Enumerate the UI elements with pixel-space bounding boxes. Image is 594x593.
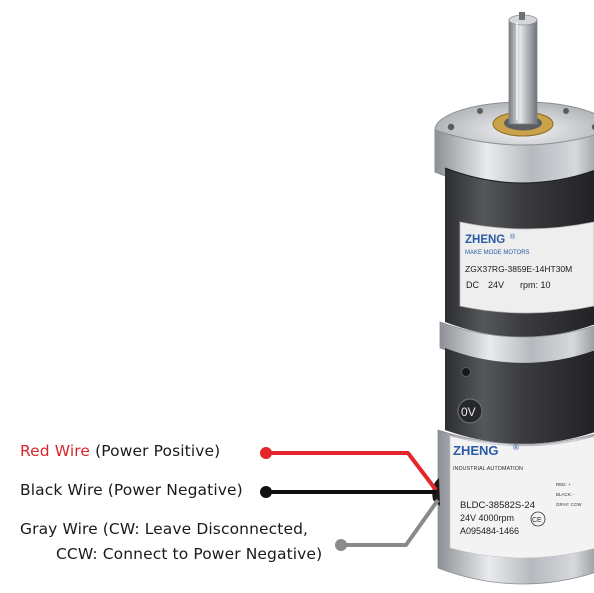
ov-mark-badge	[457, 398, 483, 424]
motor-reg: ®	[513, 443, 519, 452]
gray-wire-label-line1: Gray Wire (CW: Leave Disconnected,	[20, 520, 309, 538]
gear-spec-volt: 24V	[488, 280, 504, 290]
black-wire-label: Black Wire (Power Negative)	[20, 481, 243, 499]
black-wire-callout	[260, 486, 436, 498]
motor-model: BLDC-38582S-24	[460, 500, 535, 511]
wire-code: BLACK: -	[556, 492, 575, 497]
red-wire-line	[266, 451, 438, 492]
motor-spec: 24V 4000rpm	[460, 513, 514, 523]
gear-model: ZGX37RG-3859E-14HT30M	[465, 264, 572, 274]
gray-wire-label-line2: CCW: Connect to Power Negative)	[56, 545, 323, 563]
motor-tagline: INDUSTRIAL AUTOMATION	[453, 466, 523, 472]
gear-spec-label: ZHENG ® MAKE MODE MOTORS ZGX37RG-3859E-1…	[459, 221, 594, 314]
motor-body: 0V	[445, 348, 594, 444]
gear-brand: ZHENG	[465, 234, 505, 246]
red-wire-label: Red Wire (Power Positive)	[20, 442, 220, 460]
gear-spec-rpm: rpm: 10	[520, 280, 551, 290]
motor-serial: A095484-1466	[460, 526, 519, 536]
output-shaft	[508, 12, 538, 125]
wire-code: GRAY: CCW	[556, 502, 582, 507]
motor-cert: CE	[532, 517, 542, 524]
gray-wire-line	[341, 498, 440, 547]
gear-reg: ®	[510, 233, 516, 241]
gear-spec-dc: DC	[466, 280, 479, 290]
gray-wire-callout	[335, 498, 440, 551]
red-wire-label-title: Red Wire	[20, 442, 91, 460]
red-wire-callout	[260, 447, 438, 492]
motor-brand: ZHENG	[453, 443, 499, 458]
cert-badge	[530, 511, 546, 527]
motor-spec-label: ZHENG ® INDUSTRIAL AUTOMATION BLDC-38582…	[449, 435, 594, 559]
red-wire-label-desc: (Power Positive)	[90, 442, 221, 460]
wire-code: RED: +	[556, 482, 571, 487]
ov-mark: 0V	[461, 405, 476, 419]
gear-tagline: MAKE MODE MOTORS	[465, 250, 530, 256]
screw-hole	[461, 367, 471, 377]
